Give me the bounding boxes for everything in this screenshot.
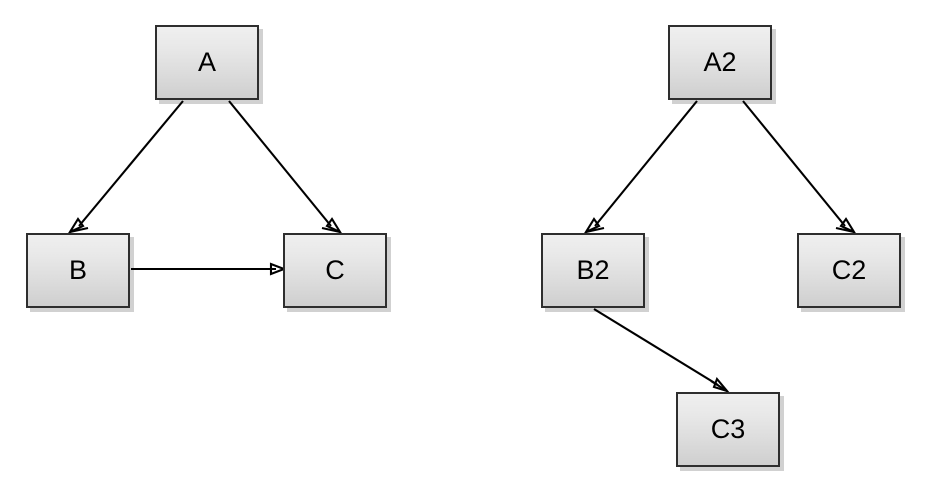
edge-b-to-c [131, 262, 287, 276]
node-c-label: C [325, 255, 345, 285]
edge-b2-to-c3 [593, 308, 731, 394]
node-b-label: B [68, 255, 87, 285]
node-a2-label: A2 [703, 47, 737, 77]
node-c2[interactable]: C2 [797, 233, 901, 308]
node-c3-label: C3 [710, 414, 746, 444]
node-c[interactable]: C [283, 233, 387, 308]
node-c2-label: C2 [831, 255, 867, 285]
node-a[interactable]: A [155, 25, 259, 100]
edge-a-to-c [228, 100, 343, 235]
node-a-label: A [197, 47, 216, 77]
node-b[interactable]: B [26, 233, 130, 308]
edge-a2-to-b2 [583, 100, 698, 235]
edge-a-to-b [67, 100, 184, 235]
node-b2[interactable]: B2 [541, 233, 645, 308]
edge-a2-to-c2 [742, 100, 857, 235]
node-b2-label: B2 [576, 255, 610, 285]
node-c3[interactable]: C3 [676, 392, 780, 467]
node-a2[interactable]: A2 [668, 25, 772, 100]
